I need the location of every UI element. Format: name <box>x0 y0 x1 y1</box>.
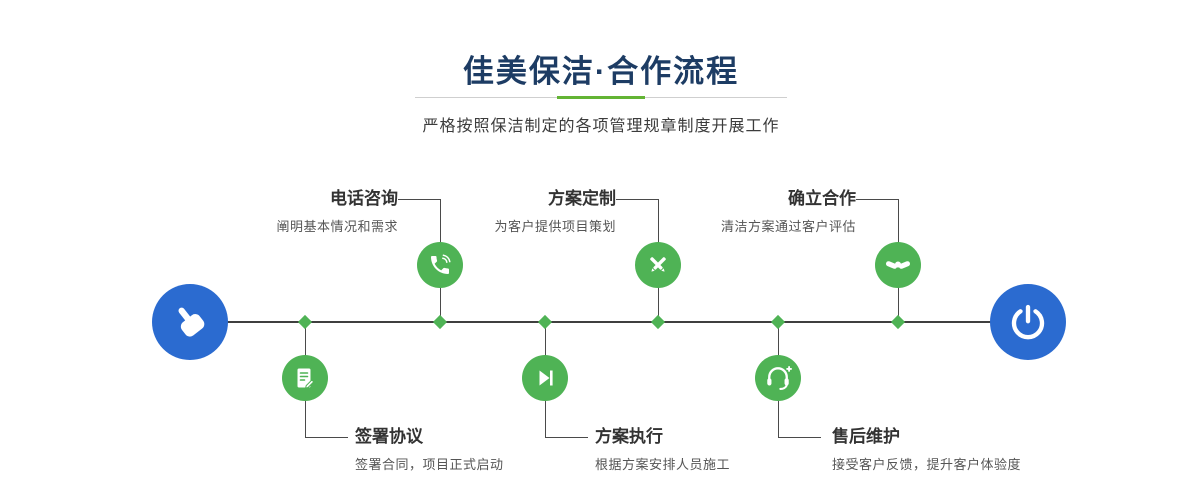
step-node-plan-custom <box>635 242 681 288</box>
step-desc: 阐明基本情况和需求 <box>276 219 398 234</box>
connector-bottom-3-h <box>778 437 821 438</box>
connector-top-1-h <box>398 199 441 200</box>
timeline-node-diamond <box>890 314 906 330</box>
step-node-phone-consult <box>417 242 463 288</box>
play-execute-icon <box>539 370 553 386</box>
step-node-plan-execute <box>522 355 568 401</box>
timeline-start-node <box>152 284 228 360</box>
step-node-establish-coop <box>875 242 921 288</box>
step-node-sign-agreement <box>282 355 328 401</box>
step-desc: 接受客户反馈，提升客户体验度 <box>832 457 1022 472</box>
phone-icon <box>431 254 451 274</box>
step-label-establish-coop: 确立合作 清洁方案通过客户评估 <box>721 188 856 236</box>
contract-icon <box>297 368 315 389</box>
timeline-node-diamond <box>432 314 448 330</box>
timeline-node-diamond <box>297 314 313 330</box>
timeline-line <box>190 321 1028 323</box>
step-title: 电话咨询 <box>330 189 398 208</box>
step-label-phone-consult: 电话咨询 阐明基本情况和需求 <box>276 188 398 236</box>
step-desc: 为客户提供项目策划 <box>494 219 616 234</box>
step-label-plan-execute: 方案执行 根据方案安排人员施工 <box>595 426 730 474</box>
step-desc: 清洁方案通过客户评估 <box>720 219 856 234</box>
step-title: 确立合作 <box>788 189 856 208</box>
handshake-icon <box>885 261 911 269</box>
step-title: 方案定制 <box>548 189 616 208</box>
step-node-after-sales <box>755 355 801 401</box>
design-pencils-icon <box>650 257 666 272</box>
step-label-after-sales: 售后维护 接受客户反馈，提升客户体验度 <box>832 426 1021 474</box>
step-title: 售后维护 <box>832 427 900 446</box>
step-title: 方案执行 <box>595 427 663 446</box>
step-desc: 根据方案安排人员施工 <box>595 457 731 472</box>
title-divider-accent <box>557 96 645 99</box>
hand-pointer-icon <box>178 307 205 337</box>
step-desc: 签署合同，项目正式启动 <box>355 457 504 472</box>
timeline-node-diamond <box>537 314 553 330</box>
step-label-sign-agreement: 签署协议 签署合同，项目正式启动 <box>355 426 504 474</box>
step-label-plan-custom: 方案定制 为客户提供项目策划 <box>494 188 616 236</box>
headset-icon <box>767 365 792 391</box>
timeline-end-node <box>990 284 1066 360</box>
page-title: 佳美保洁·合作流程 <box>462 54 740 89</box>
title-divider <box>415 96 787 99</box>
step-title: 签署协议 <box>355 427 423 446</box>
connector-top-3-h <box>856 199 899 200</box>
power-icon <box>1011 304 1045 340</box>
page-subtitle: 严格按照保洁制定的各项管理规章制度开展工作 <box>422 118 780 135</box>
connector-top-2-h <box>616 199 659 200</box>
timeline-node-diamond <box>650 314 666 330</box>
connector-bottom-1-h <box>305 437 348 438</box>
connector-bottom-2-h <box>545 437 588 438</box>
timeline-node-diamond <box>770 314 786 330</box>
